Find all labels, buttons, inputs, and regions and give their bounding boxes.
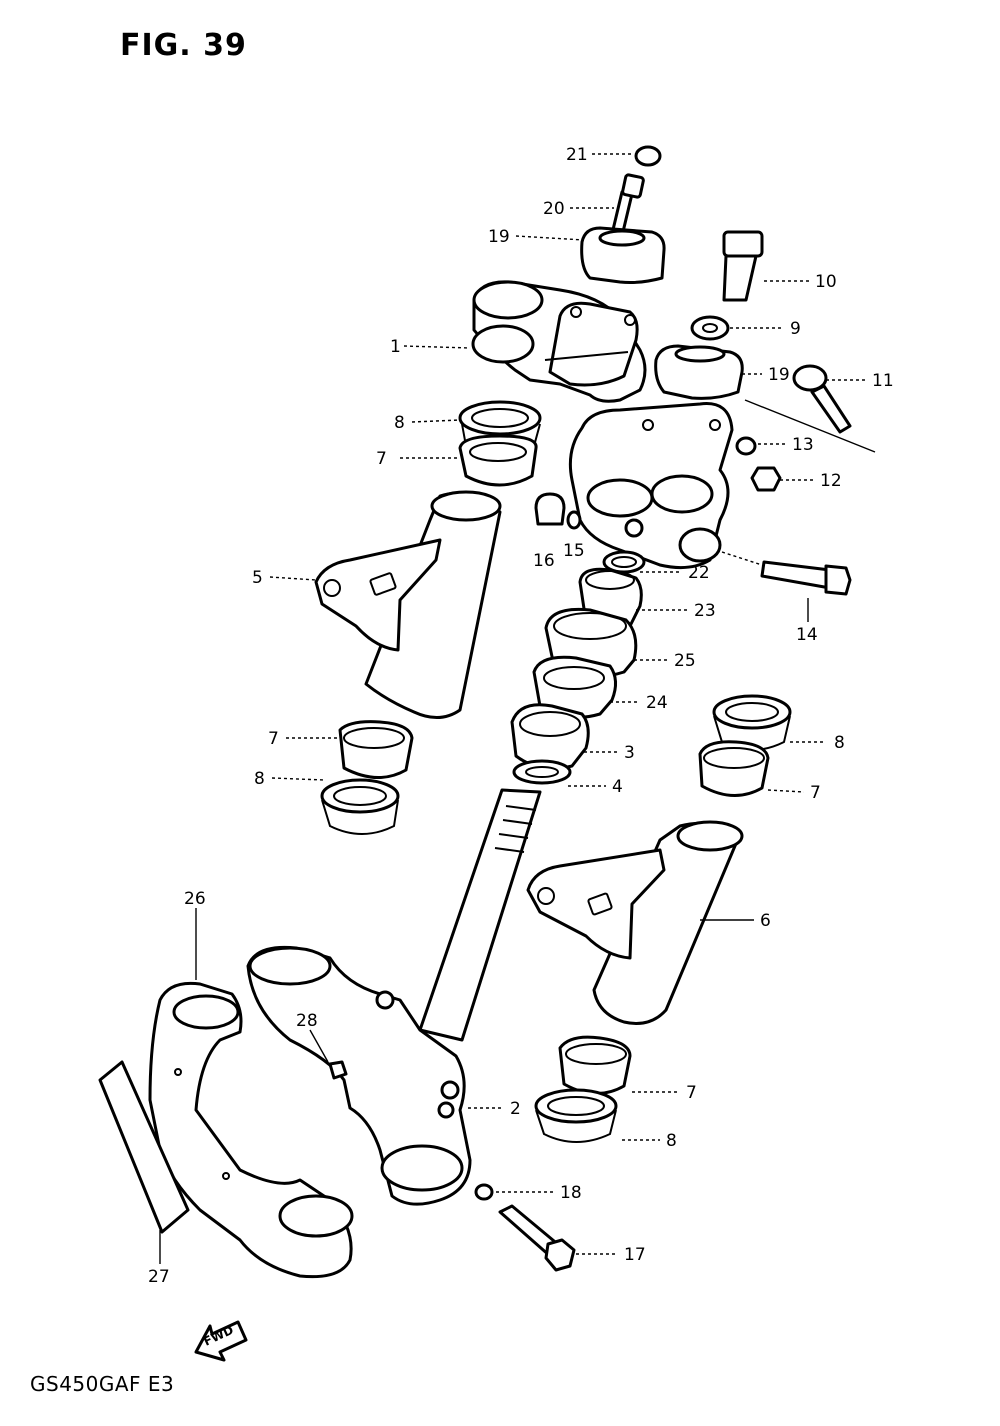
part-17-bolt	[498, 1204, 576, 1272]
forward-arrow-icon: FWD	[194, 1320, 248, 1362]
callout-7-top-left: 7	[376, 449, 387, 469]
steering-stem-shaft	[418, 788, 542, 1042]
part-12-nut	[750, 466, 782, 492]
part-1-upper-bracket	[471, 280, 647, 403]
callout-5: 5	[252, 568, 263, 588]
callout-27: 27	[148, 1267, 170, 1287]
callout-17: 17	[624, 1245, 646, 1265]
part-18-washer	[474, 1183, 494, 1201]
callout-4: 4	[612, 777, 623, 797]
callout-15: 15	[563, 541, 585, 561]
part-10-bolt	[722, 230, 764, 302]
part-28-clip	[328, 1060, 348, 1080]
callout-8-lower-right: 8	[666, 1131, 677, 1151]
part-8-seal-lower-right	[534, 1088, 618, 1143]
leader-lines	[159, 153, 866, 1264]
part-9-washer	[690, 315, 730, 341]
callout-19-lower: 19	[768, 365, 790, 385]
part-21-cap	[634, 145, 662, 167]
callout-9: 9	[790, 319, 801, 339]
callout-labels: 21 20 19 10 9 1 19 11 8 7 13 12 16 15 5 …	[148, 145, 894, 1287]
part-8-seal-mid-left	[320, 778, 400, 835]
callout-2: 2	[510, 1099, 521, 1119]
callout-7-lower-right: 7	[686, 1083, 697, 1103]
callout-18: 18	[560, 1183, 582, 1203]
callout-26: 26	[184, 889, 206, 909]
callout-13: 13	[792, 435, 814, 455]
callout-7-mid-right: 7	[810, 783, 821, 803]
part-14-bolt	[760, 560, 852, 596]
part-3-bearing	[510, 703, 590, 770]
callout-8-mid-left: 8	[254, 769, 265, 789]
callout-25: 25	[674, 651, 696, 671]
callout-23: 23	[694, 601, 716, 621]
callout-20: 20	[543, 199, 565, 219]
callout-28: 28	[296, 1011, 318, 1031]
part-27-emblem-plate	[98, 1060, 190, 1234]
part-11-direction-line	[744, 399, 876, 453]
upper-stem-body	[568, 402, 734, 570]
callout-16: 16	[533, 551, 555, 571]
callout-12: 12	[820, 471, 842, 491]
part-7-spacer-mid-left	[338, 720, 414, 780]
part-2-lower-bracket	[246, 945, 472, 1206]
callout-1: 1	[390, 337, 401, 357]
callout-14: 14	[796, 625, 818, 645]
figure-title: FIG. 39	[120, 28, 247, 63]
part-7-spacer-lower-right	[558, 1035, 632, 1096]
part-7-spacer-mid-right	[698, 740, 770, 798]
callout-19-upper: 19	[488, 227, 510, 247]
callout-10: 10	[815, 272, 837, 292]
callout-8-mid-right: 8	[834, 733, 845, 753]
part-4-race	[512, 759, 572, 785]
callout-7-mid-left: 7	[268, 729, 279, 749]
callout-3: 3	[624, 743, 635, 763]
callout-21: 21	[566, 145, 588, 165]
part-19-upper-clamp	[580, 226, 666, 284]
part-11-bolt	[792, 364, 852, 434]
callout-11: 11	[872, 371, 894, 391]
part-15-washer	[566, 510, 582, 530]
part-6-headlight-bracket-right	[526, 820, 744, 1025]
part-14-guide	[721, 551, 763, 566]
part-5-headlight-bracket-left	[314, 490, 502, 719]
callout-8-top-left: 8	[394, 413, 405, 433]
callout-6: 6	[760, 911, 771, 931]
model-code: GS450GAF E3	[30, 1372, 175, 1396]
part-13-lock-washer	[735, 436, 757, 456]
part-7-spacer-top-left	[458, 434, 538, 487]
callout-24: 24	[646, 693, 668, 713]
callout-22: 22	[688, 563, 710, 583]
part-19-lower-clamp	[654, 344, 744, 400]
part-16-cap-nut	[534, 492, 566, 526]
part-20-bolt	[610, 173, 645, 238]
